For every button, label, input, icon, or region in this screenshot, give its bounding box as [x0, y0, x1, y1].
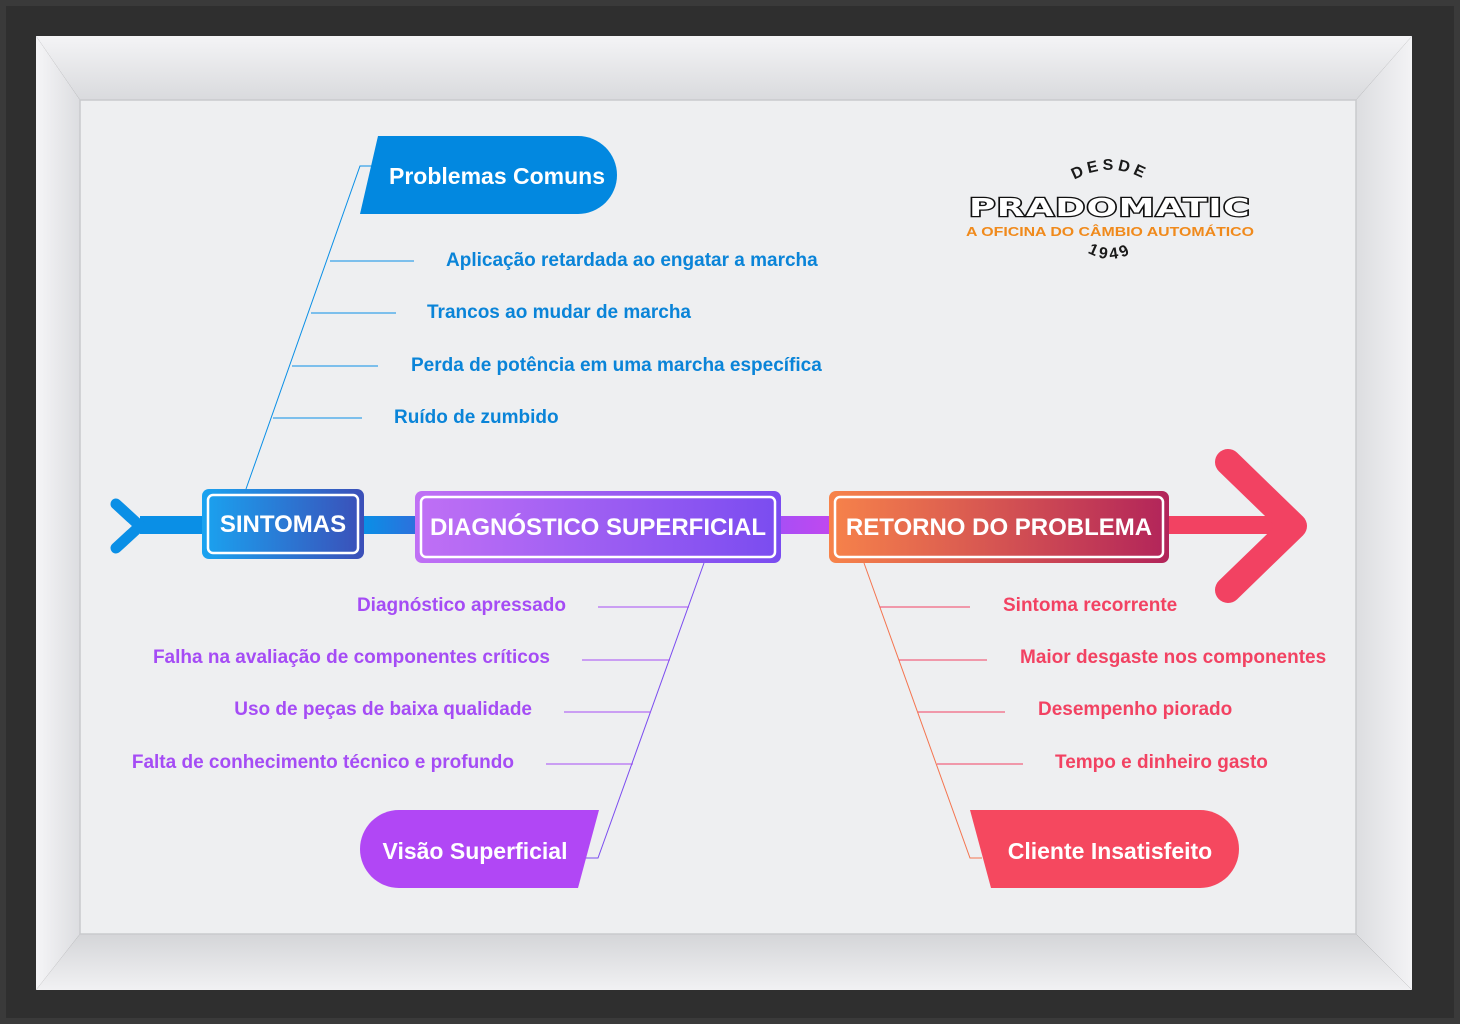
spine-segment-start: [140, 516, 210, 534]
branch-diagnostico-line: [586, 562, 705, 859]
logo-brand: PRADOMATIC: [969, 193, 1251, 222]
mat-bevel-left: [36, 36, 80, 990]
retorno-item-3: Desempenho piorado: [1038, 699, 1232, 720]
branch-title-diagnostico: Visão Superficial: [383, 838, 568, 864]
spine-label-retorno: RETORNO DO PROBLEMA: [846, 514, 1152, 541]
branch-title-tag-retorno: [970, 810, 1239, 888]
spine-label-diagnostico: DIAGNÓSTICO SUPERFICIAL: [430, 513, 766, 541]
spine-segment-2: [780, 516, 832, 534]
spine-box-sintomas: SINTOMAS: [202, 489, 364, 559]
branch-title-sintomas: Problemas Comuns: [389, 163, 605, 189]
branch-retorno: Cliente Insatisfeito Sintoma recorrente …: [863, 562, 1326, 888]
branch-title-tag-sintomas: [360, 136, 617, 214]
diagnostico-item-1: Diagnóstico apressado: [357, 595, 566, 616]
pradomatic-logo: DESDE PRADOMATIC A OFICINA DO CÂMBIO AUT…: [966, 157, 1254, 263]
sintomas-item-3: Perda de potência em uma marcha específi…: [411, 355, 822, 376]
logo-tagline: A OFICINA DO CÂMBIO AUTOMÁTICO: [966, 224, 1254, 239]
diagnostico-item-4: Falta de conhecimento técnico e profundo: [132, 752, 514, 773]
retorno-item-4: Tempo e dinheiro gasto: [1055, 752, 1268, 773]
spine-box-retorno: RETORNO DO PROBLEMA: [829, 491, 1169, 563]
spine-segment-3: [1168, 516, 1278, 534]
logo-year: 1949: [1086, 241, 1135, 263]
diagnostico-item-3: Uso de peças de baixa qualidade: [234, 699, 532, 720]
spine-segment-1: [364, 516, 418, 534]
branch-diagnostico: Visão Superficial Diagnóstico apressado …: [132, 562, 705, 888]
spine-box-diagnostico: DIAGNÓSTICO SUPERFICIAL: [415, 491, 781, 563]
mat-bevel-top: [36, 36, 1412, 100]
spine-tail-chevron: [110, 498, 146, 554]
sintomas-item-2: Trancos ao mudar de marcha: [427, 302, 691, 323]
mat-bevel-right: [1356, 36, 1412, 990]
arrowhead: [1215, 449, 1307, 603]
sintomas-item-1: Aplicação retardada ao engatar a marcha: [446, 250, 818, 271]
retorno-item-1: Sintoma recorrente: [1003, 595, 1177, 616]
spine-label-sintomas: SINTOMAS: [220, 511, 346, 538]
sintomas-item-4: Ruído de zumbido: [394, 407, 559, 428]
mat-bevel-bottom: [36, 934, 1412, 990]
branch-title-tag-diagnostico: [360, 810, 599, 888]
branch-sintomas: Problemas Comuns Aplicação retardada ao …: [245, 136, 822, 490]
diagnostico-item-2: Falha na avaliação de componentes crític…: [153, 647, 550, 668]
retorno-item-2: Maior desgaste nos componentes: [1020, 647, 1326, 668]
spine: [110, 449, 1307, 603]
branch-retorno-line: [863, 562, 982, 859]
branch-title-retorno: Cliente Insatisfeito: [1008, 838, 1212, 864]
